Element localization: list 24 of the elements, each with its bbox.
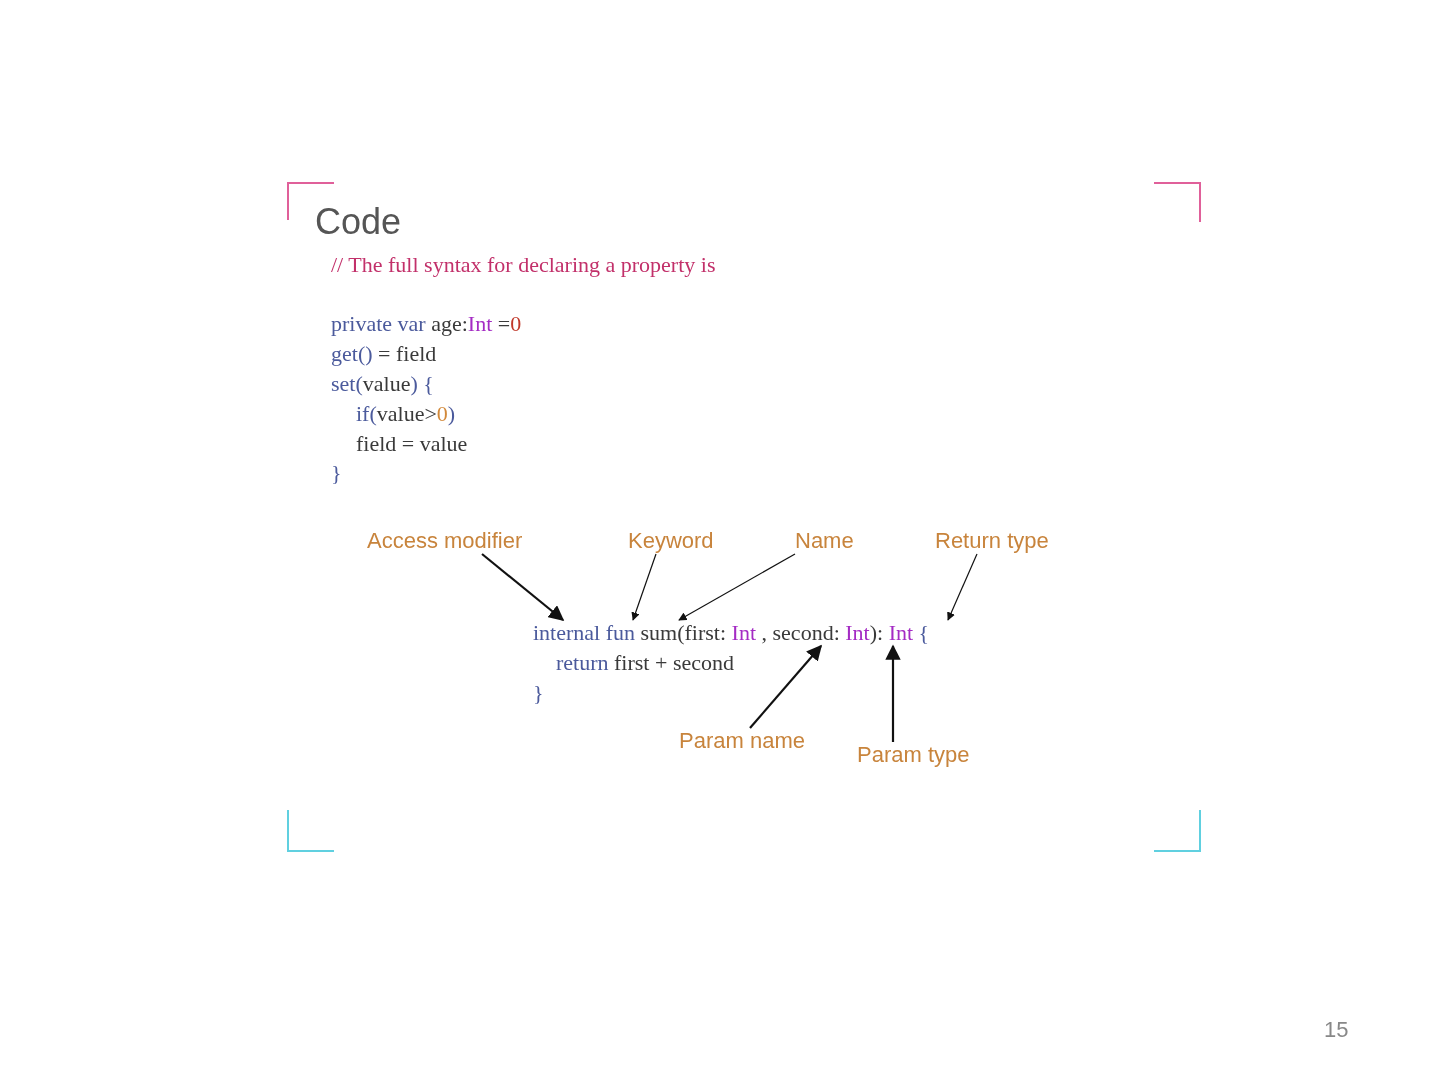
leader-line: [947, 553, 978, 621]
callout-label: Param type: [857, 742, 970, 768]
code-line: internal fun sum(first: Int , second: Int): Int {: [533, 620, 930, 646]
callout-label: Param name: [679, 728, 805, 754]
callout-label: Keyword: [628, 528, 714, 554]
code-line: get() = field: [331, 341, 437, 367]
callout-label: Return type: [935, 528, 1049, 554]
code-line: }: [533, 680, 544, 706]
code-line: private var age:Int =0: [331, 311, 522, 337]
code-line: set(value) {: [331, 371, 434, 397]
leader-line: [749, 644, 822, 729]
leader-line: [631, 553, 657, 621]
code-line: return first + second: [556, 650, 734, 676]
callout-label: Name: [795, 528, 854, 554]
code-line: }: [331, 460, 342, 486]
code-comment: // The full syntax for declaring a property is: [331, 252, 716, 278]
code-line: if(value>0): [356, 401, 456, 427]
slide-title: Code: [315, 202, 402, 242]
leader-line: [481, 553, 565, 621]
callout-label: Access modifier: [367, 528, 523, 554]
code-line: field = value: [356, 431, 468, 457]
page-number: 15: [1324, 1017, 1349, 1043]
leader-line: [885, 644, 901, 742]
leader-line: [678, 553, 796, 621]
